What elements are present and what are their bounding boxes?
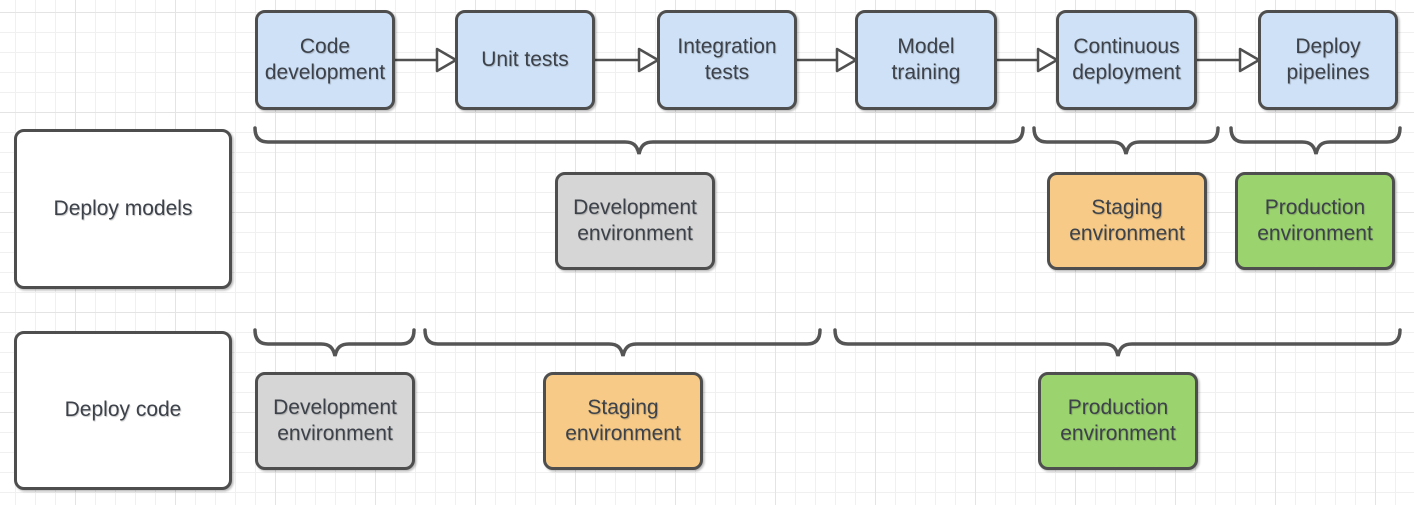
stage-model-training[interactable]: Model training <box>855 10 997 110</box>
stage-code-development[interactable]: Code development <box>255 10 395 110</box>
env-models-production[interactable]: Production environment <box>1235 172 1395 270</box>
env-label: Production environment <box>1060 395 1176 445</box>
env-models-development[interactable]: Development environment <box>555 172 715 270</box>
env-label: Development environment <box>573 195 697 245</box>
stage-label: Model training <box>891 34 961 84</box>
brace-code-staging[interactable] <box>423 328 822 357</box>
stage-label: Unit tests <box>481 47 569 71</box>
env-code-production[interactable]: Production environment <box>1038 372 1198 470</box>
stage-label: Code development <box>264 34 386 84</box>
flow-arrow[interactable] <box>797 47 858 73</box>
env-code-staging[interactable]: Staging environment <box>543 372 703 470</box>
brace-models-development[interactable] <box>253 126 1025 155</box>
stage-label: Integration tests <box>677 34 777 84</box>
brace-code-development[interactable] <box>253 328 416 357</box>
env-label: Staging environment <box>1069 195 1185 245</box>
stage-unit-tests[interactable]: Unit tests <box>455 10 595 110</box>
stage-label: Deploy pipelines <box>1286 34 1370 84</box>
flow-arrow[interactable] <box>595 47 660 73</box>
stage-integration-tests[interactable]: Integration tests <box>657 10 797 110</box>
flow-arrow[interactable] <box>395 47 458 73</box>
brace-models-production[interactable] <box>1229 126 1402 155</box>
env-label: Production environment <box>1257 195 1373 245</box>
env-models-staging[interactable]: Staging environment <box>1047 172 1207 270</box>
lane-label: Deploy code <box>64 398 182 422</box>
stage-continuous-deployment[interactable]: Continuous deployment <box>1056 10 1197 110</box>
env-code-development[interactable]: Development environment <box>255 372 415 470</box>
flow-arrow[interactable] <box>997 47 1059 73</box>
brace-code-production[interactable] <box>833 328 1402 357</box>
brace-models-staging[interactable] <box>1032 126 1220 155</box>
lane-deploy-models[interactable]: Deploy models <box>14 129 232 289</box>
lane-label: Deploy models <box>53 196 193 220</box>
env-label: Development environment <box>273 395 397 445</box>
lane-deploy-code[interactable]: Deploy code <box>14 331 232 490</box>
stage-label: Continuous deployment <box>1072 34 1181 84</box>
stage-deploy-pipelines[interactable]: Deploy pipelines <box>1258 10 1398 110</box>
flow-arrow[interactable] <box>1197 47 1261 73</box>
env-label: Staging environment <box>565 395 681 445</box>
